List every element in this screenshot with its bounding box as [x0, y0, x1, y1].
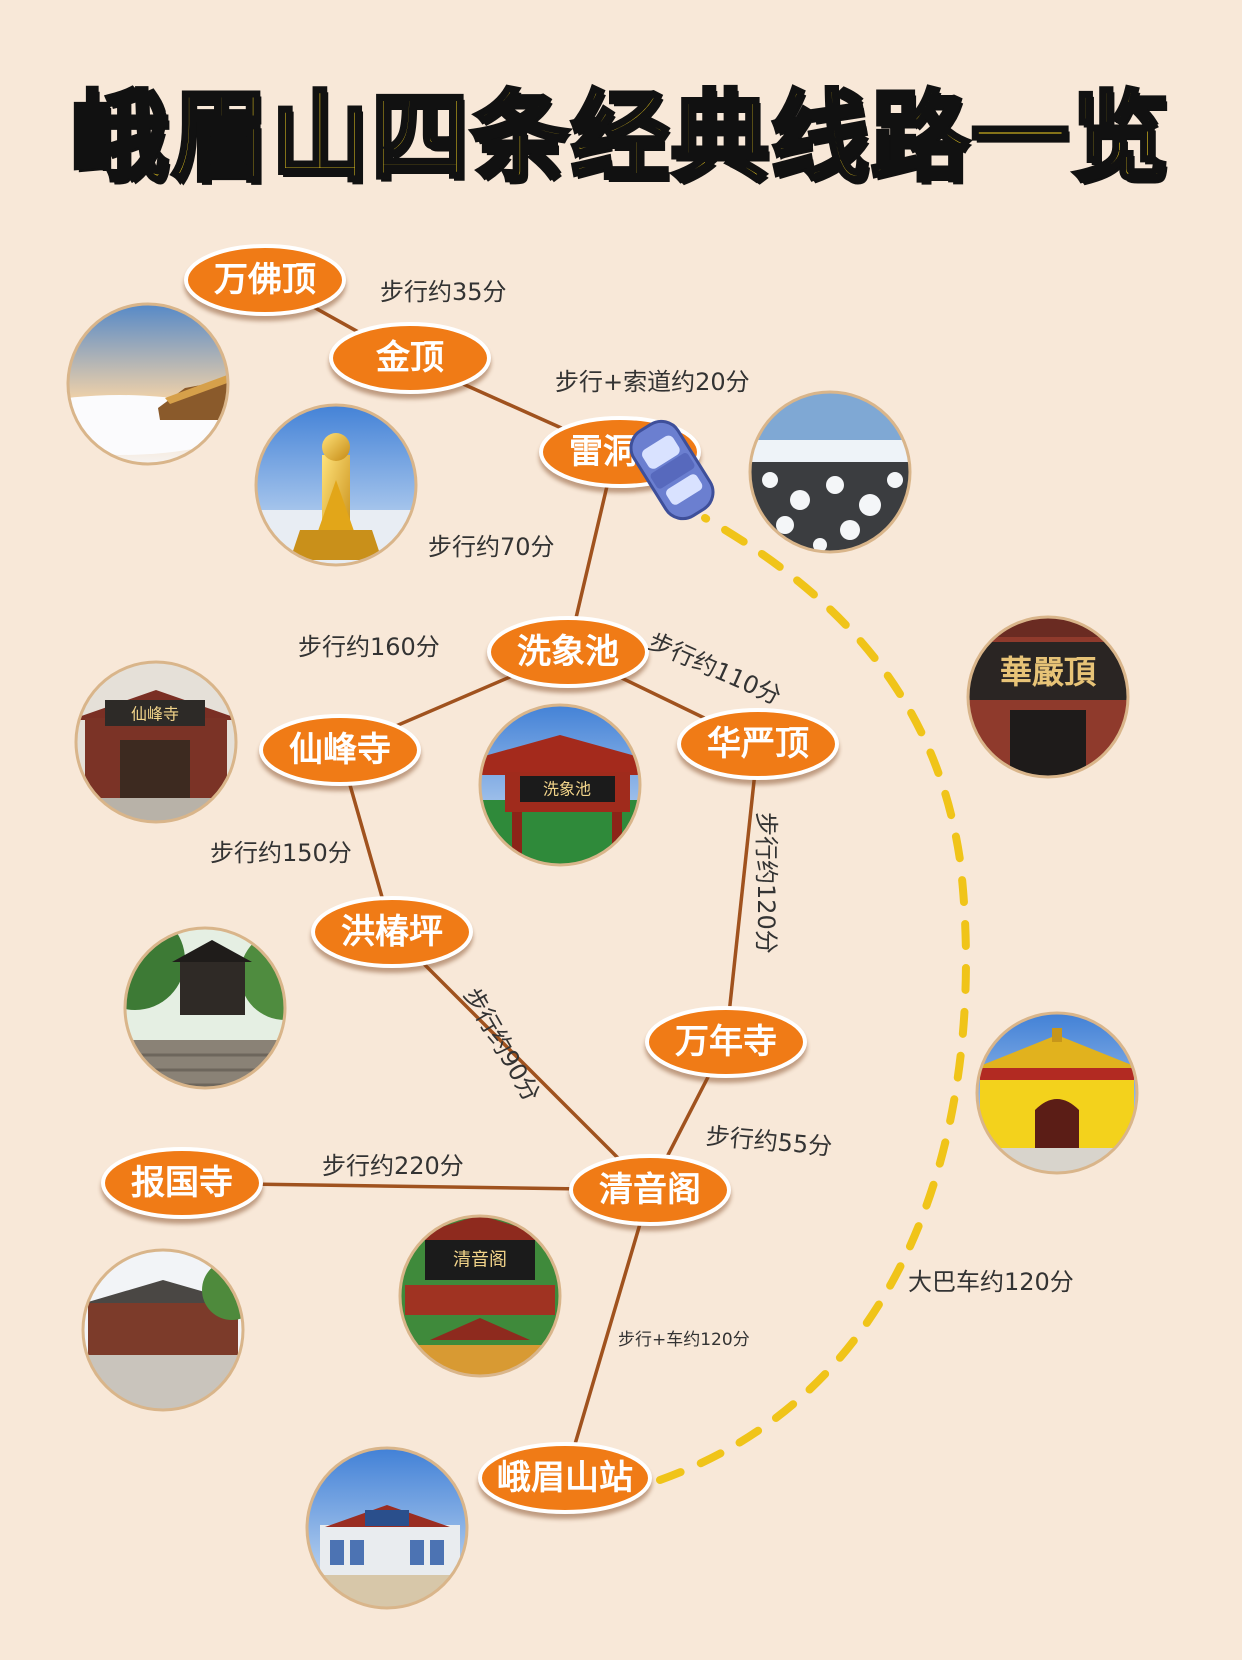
edge-label-leidongping-xixiangchi: 步行约70分 [428, 533, 555, 561]
edge-label-baoguosi-qingyinge: 步行约220分 [322, 1152, 464, 1180]
edge-label-huayanding-wanniansi: 步行约120分 [752, 812, 780, 954]
node-label-xianfengsi: 仙峰寺 [289, 730, 391, 770]
bus-route-line [656, 514, 970, 1484]
node-qingyinge[interactable]: 清音阁 [569, 1154, 731, 1226]
node-label-emeishan-station: 峨眉山站 [497, 1458, 633, 1498]
node-label-jinding: 金顶 [375, 338, 444, 378]
node-xixiangchi[interactable]: 洗象池 [487, 616, 649, 688]
edge-label-xianfengsi-hongchunping: 步行约150分 [210, 839, 352, 867]
node-label-wanniansi: 万年寺 [675, 1022, 777, 1062]
node-hongchunping[interactable]: 洪椿坪 [311, 896, 473, 968]
photo-qingyinge-pavilion: 清音阁 [398, 1214, 562, 1378]
car-icon [629, 419, 715, 521]
photo-xixiangchi-gate: 洗象池 [478, 703, 642, 867]
node-label-wanfoding: 万佛顶 [214, 260, 316, 300]
node-label-hongchunping: 洪椿坪 [341, 912, 443, 952]
node-label-xixiangchi: 洗象池 [517, 632, 619, 672]
edge-label-wanniansi-qingyinge: 步行约55分 [705, 1122, 834, 1161]
page-title: 峨眉山四条经典线路一览 [69, 79, 1171, 197]
photo-huayanding-plaque: 華嚴頂 [966, 615, 1130, 779]
photo-baoguosi-temple [81, 1248, 245, 1412]
node-label-huayanding: 华严顶 [707, 724, 809, 764]
route-hongchunping-qingyinge [390, 930, 652, 1192]
edge-label-wanfoding-jinding: 步行约35分 [380, 278, 507, 306]
photo-golden-buddha [254, 403, 418, 567]
node-jinding[interactable]: 金顶 [329, 322, 491, 394]
photo-sign-huayanding: 華嚴頂 [1000, 653, 1097, 691]
node-emeishan-station[interactable]: 峨眉山站 [478, 1442, 652, 1514]
edge-label-qingyinge-station: 步行+车约120分 [618, 1330, 750, 1350]
edge-label-jinding-leidongping: 步行+索道约20分 [555, 368, 750, 396]
photo-emeishan-station [305, 1446, 469, 1610]
photo-sign-xianfengsi: 仙峰寺 [131, 705, 179, 724]
route-qingyinge-station [563, 1189, 652, 1479]
node-wanfoding[interactable]: 万佛顶 [184, 244, 346, 316]
edge-label-hongchunping-qingyinge: 步行约90分 [458, 983, 546, 1107]
photo-sign-xixiangchi: 洗象池 [543, 780, 591, 799]
photo-snow-forest [748, 390, 912, 554]
node-huayanding[interactable]: 华严顶 [677, 708, 839, 780]
photo-xianfengsi-temple: 仙峰寺 [74, 660, 238, 824]
node-baoguosi[interactable]: 报国寺 [101, 1147, 263, 1219]
photo-wanniansi-hall [975, 1011, 1139, 1175]
node-xianfengsi[interactable]: 仙峰寺 [259, 714, 421, 786]
edge-label-xixiangchi-xianfengsi: 步行约160分 [298, 633, 440, 661]
edge-label-bus-route: 大巴车约120分 [908, 1268, 1074, 1296]
route-huayanding-wanniansi [724, 743, 760, 1043]
node-label-baoguosi: 报国寺 [131, 1163, 233, 1203]
node-label-qingyinge: 清音阁 [599, 1170, 701, 1210]
photo-sea-of-clouds [66, 302, 230, 466]
node-wanniansi[interactable]: 万年寺 [645, 1006, 807, 1078]
photo-sign-qingyinge: 清音阁 [453, 1250, 507, 1271]
photo-hongchunping-forest [123, 926, 287, 1090]
